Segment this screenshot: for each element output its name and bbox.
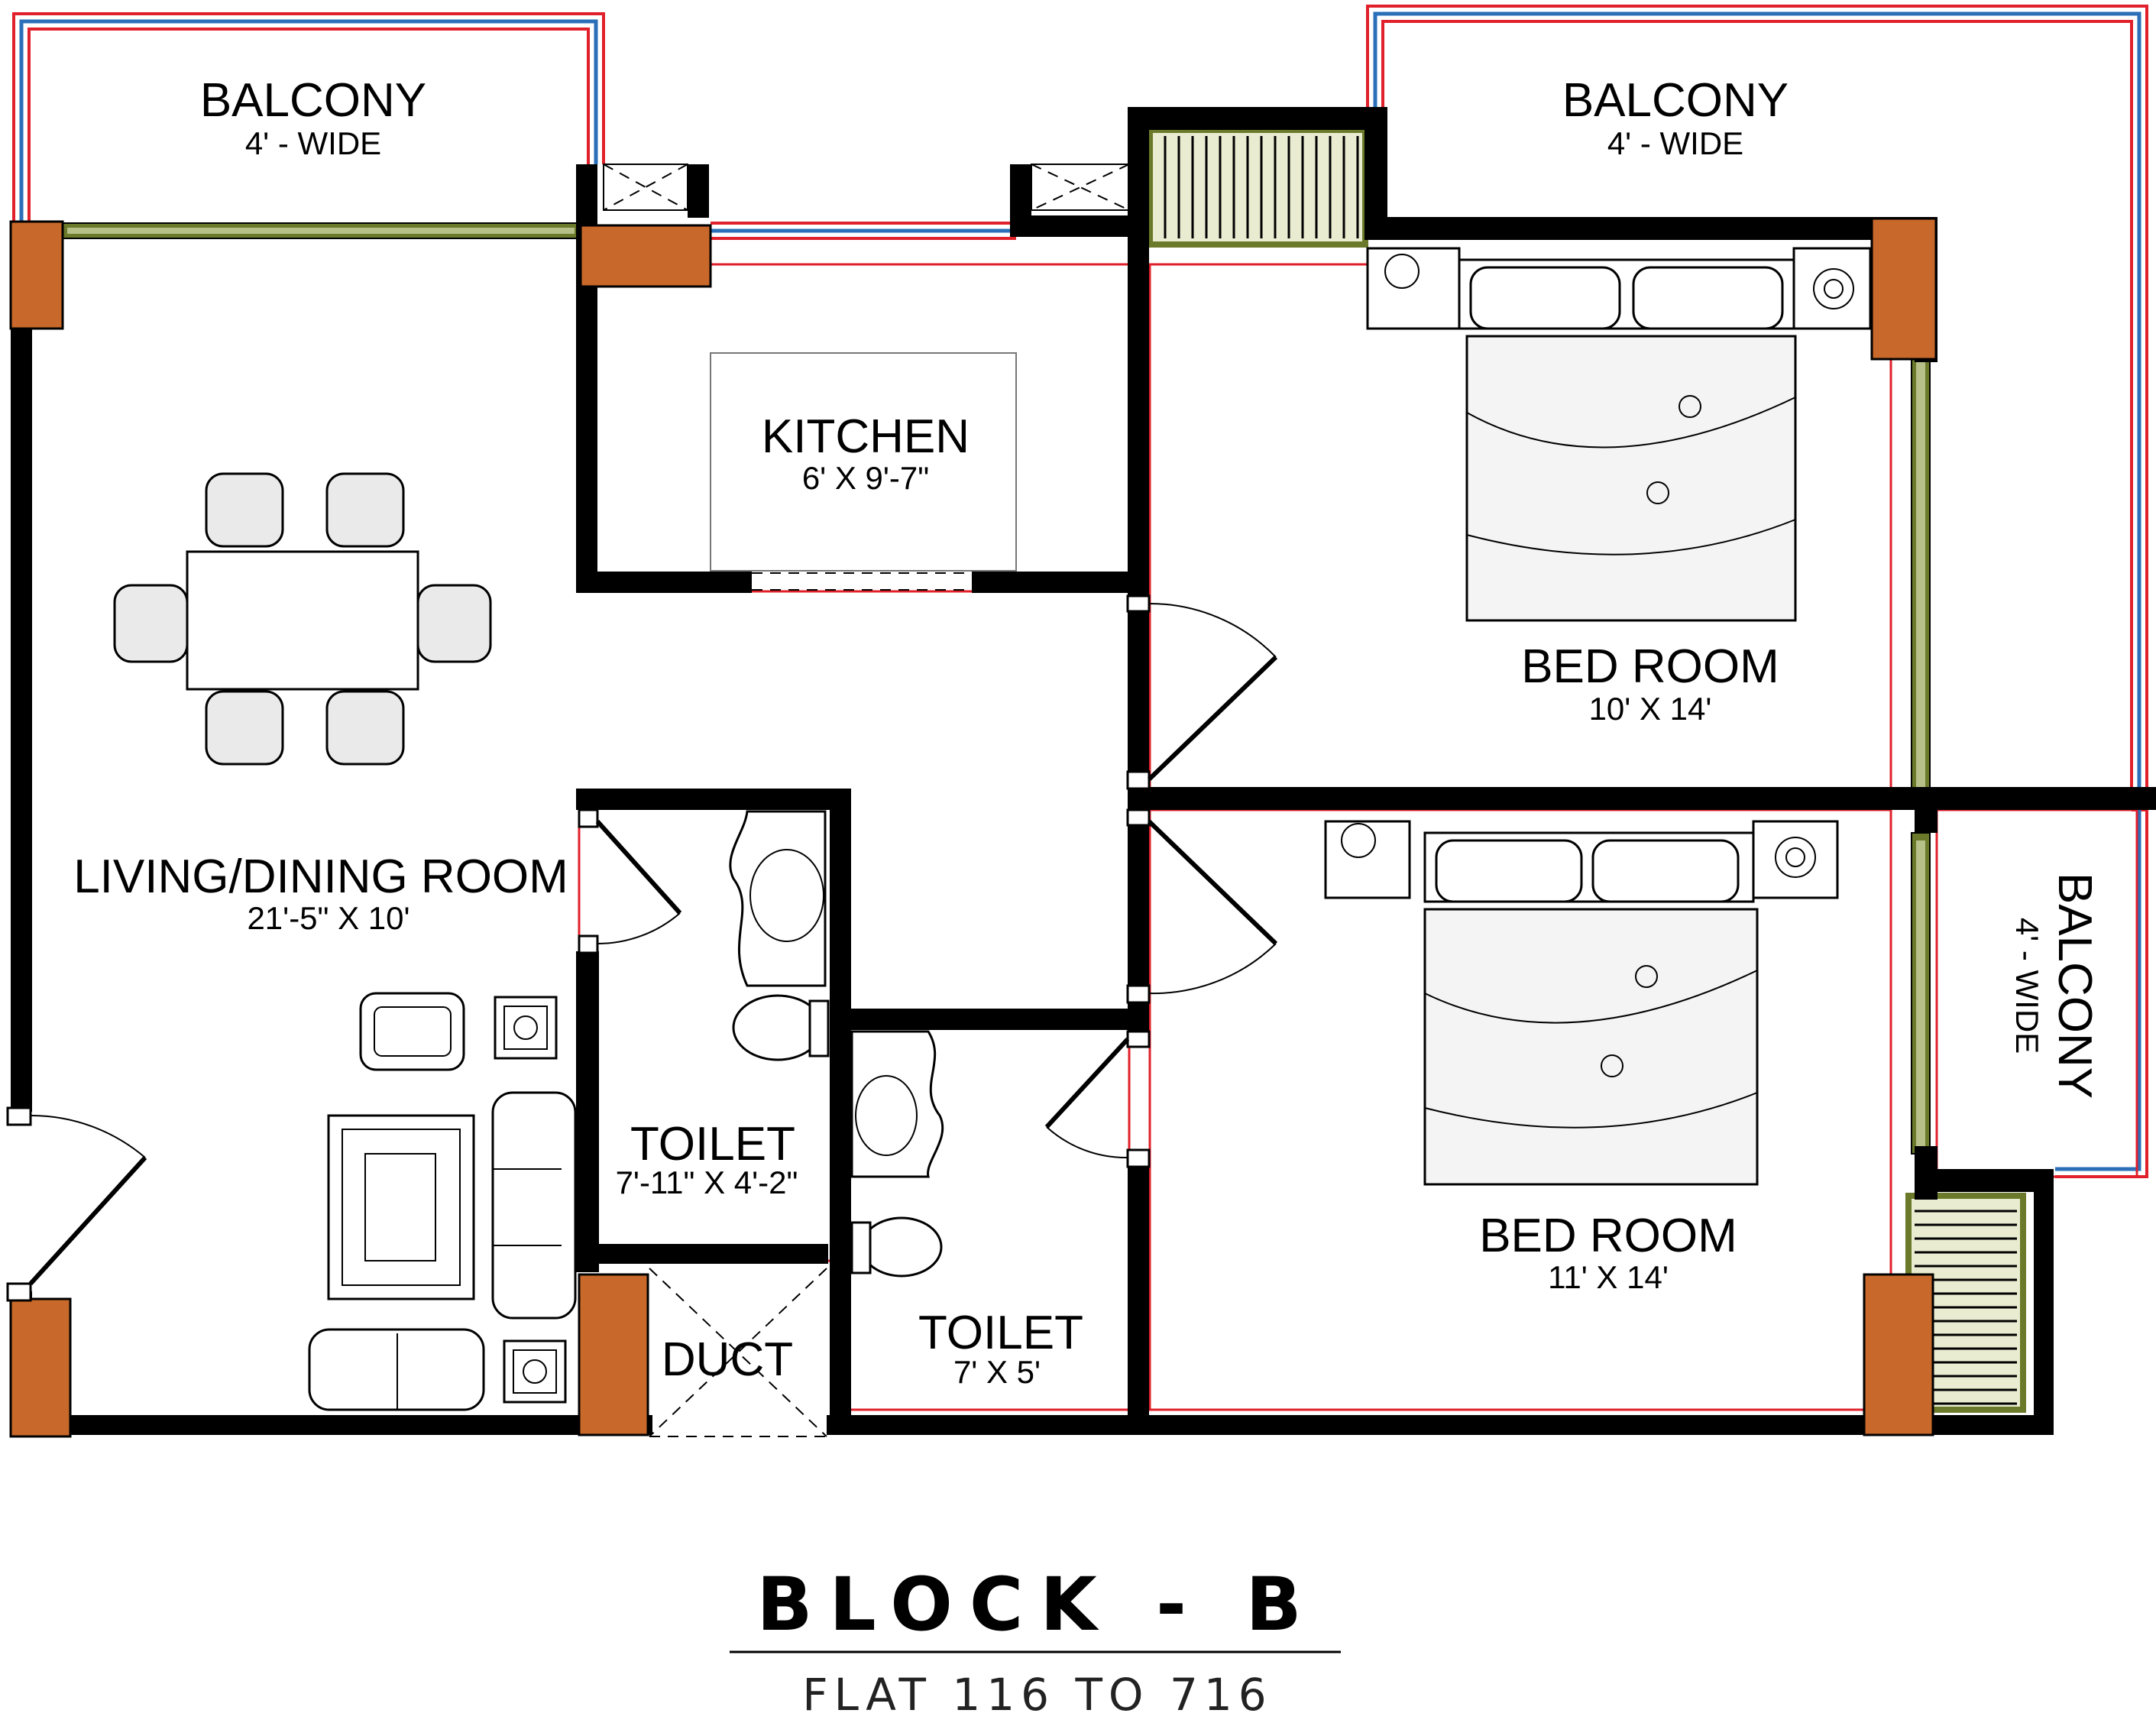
kitchen-counter [710, 352, 1017, 572]
bed-2 [1324, 820, 1839, 1186]
room-dimension: 21'-5" X 10' [247, 900, 410, 936]
dining-chair [205, 690, 284, 766]
duct-label: DUCT [662, 1333, 793, 1386]
room-dimension: 4' - WIDE [2009, 918, 2045, 1054]
window-strips [60, 222, 1931, 1155]
doors [6, 164, 1278, 1437]
room-name: KITCHEN [762, 410, 970, 463]
room-dimension: 11' X 14' [1548, 1259, 1669, 1295]
walls [11, 107, 2156, 1436]
balcony-railings [12, 5, 2148, 1178]
bed-room-2-label: BED ROOM 11' X 14' [1479, 1210, 1737, 1295]
grille-top [1147, 127, 1368, 248]
toilet-1-label: TOILET 7'-11" X 4'-2" [616, 1118, 798, 1200]
room-dimension: 10' X 14' [1589, 691, 1712, 727]
bed-room-1-label: BED ROOM 10' X 14' [1521, 640, 1779, 727]
room-name: BALCONY [200, 74, 426, 127]
kitchen-label: KITCHEN 6' X 9'-7" [762, 410, 970, 496]
dining-chair [325, 690, 405, 766]
balcony-top-right-label: BALCONY 4' - WIDE [1562, 74, 1789, 161]
bed-1 [1366, 247, 1872, 622]
sofa-set [308, 992, 577, 1411]
room-name: TOILET [918, 1307, 1083, 1359]
living-label: LIVING/DINING ROOM 21'-5" X 10' [73, 850, 568, 936]
dining-chair [325, 472, 405, 548]
room-name: BED ROOM [1521, 640, 1779, 693]
room-name: LIVING/DINING ROOM [73, 850, 568, 903]
room-dimension: 7'-11" X 4'-2" [616, 1164, 798, 1200]
toilet-fixtures [729, 810, 944, 1278]
dining-chair [113, 584, 189, 663]
room-dimension: 4' - WIDE [245, 125, 381, 161]
room-name: TOILET [630, 1118, 795, 1171]
dining-chair [205, 472, 284, 548]
flat-range-subtitle: FLAT 116 TO 716 [802, 1669, 1272, 1721]
balcony-left-label: BALCONY 4' - WIDE [200, 74, 426, 161]
room-dimension: 6' X 9'-7" [802, 460, 929, 496]
toilet-2-label: TOILET 7' X 5' [918, 1307, 1083, 1390]
room-dimension: 4' - WIDE [1607, 125, 1743, 161]
room-name: BALCONY [1562, 74, 1789, 127]
balcony-right-label: BALCONY 4' - WIDE [2009, 873, 2101, 1099]
dining-chair [416, 584, 492, 663]
room-dimension: 7' X 5' [953, 1354, 1041, 1390]
room-name: BALCONY [2048, 873, 2101, 1099]
dining-set [113, 472, 492, 766]
columns [9, 217, 1937, 1438]
block-title: BLOCK - B [756, 1562, 1318, 1647]
room-name: BED ROOM [1479, 1210, 1737, 1262]
